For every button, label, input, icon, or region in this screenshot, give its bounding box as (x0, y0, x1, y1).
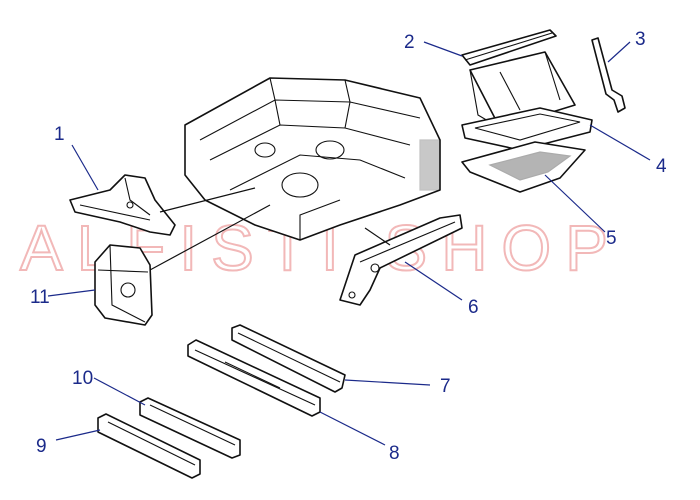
part-10-panel (139, 397, 241, 459)
part-3-rod (591, 37, 626, 113)
part-7-sill (231, 324, 346, 393)
callout-2: 2 (404, 32, 415, 53)
callout-10: 10 (72, 368, 93, 389)
callout-9: 9 (36, 436, 47, 457)
callout-8: 8 (389, 443, 400, 464)
leader-lines (47, 41, 651, 446)
callout-5: 5 (606, 228, 617, 249)
part-1-bracket (69, 174, 176, 236)
callout-3: 3 (635, 29, 646, 50)
part-4-battery-box (461, 51, 593, 151)
part-5-tray (461, 141, 586, 193)
part-9-panel (97, 413, 201, 479)
part-11-bracket (94, 244, 153, 326)
part-2-crossmember (461, 29, 557, 66)
callout-labels: 1 2 3 4 5 6 7 8 9 10 11 (30, 29, 667, 464)
callout-6: 6 (468, 297, 479, 318)
part-6-rail (339, 214, 463, 306)
floor-pan-assembly (184, 77, 441, 241)
callout-4: 4 (656, 156, 667, 177)
callout-7: 7 (440, 376, 451, 397)
callout-11: 11 (30, 287, 50, 308)
callout-1: 1 (54, 124, 65, 145)
